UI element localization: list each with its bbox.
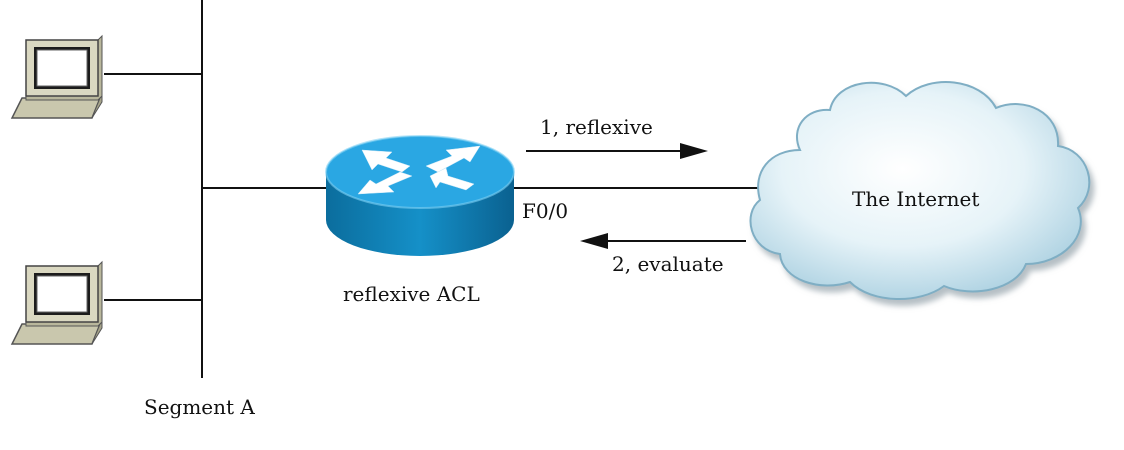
computer-icon (10, 260, 103, 345)
cloud-label: The Internet (852, 187, 979, 211)
internet-cloud-icon (749, 81, 1091, 301)
segment-label: Segment A (144, 395, 255, 419)
arrow-in-head (580, 233, 608, 249)
computer-icon (10, 34, 103, 119)
interface-label: F0/0 (522, 199, 568, 223)
arrow-out-label: 1, reflexive (540, 115, 653, 139)
router-label: reflexive ACL (343, 282, 480, 306)
router-icon (325, 135, 515, 256)
arrow-out-head (680, 143, 708, 159)
arrow-in-label: 2, evaluate (612, 252, 724, 276)
